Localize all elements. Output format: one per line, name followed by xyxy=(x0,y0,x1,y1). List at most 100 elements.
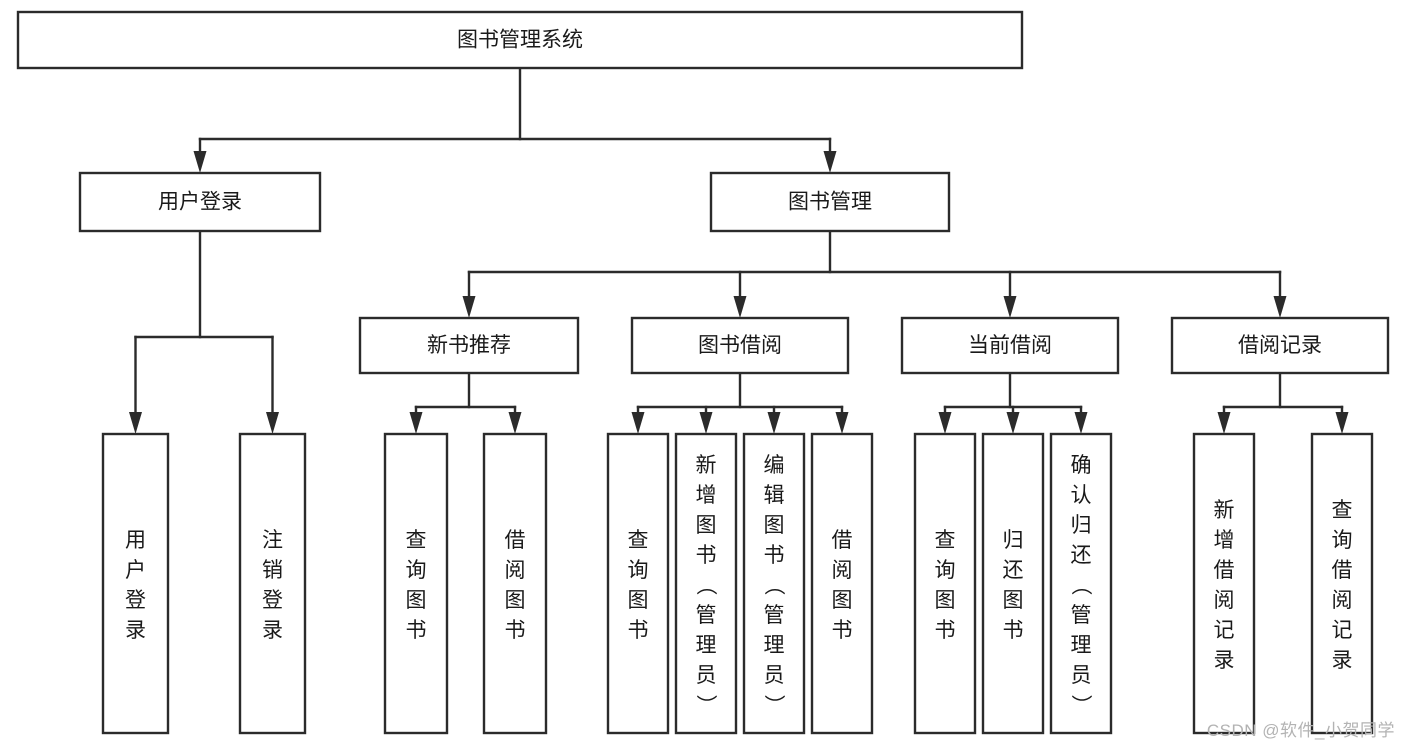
connector-arrowhead xyxy=(1335,412,1349,434)
connector-layer xyxy=(129,66,1349,434)
node-box[interactable] xyxy=(913,432,977,735)
connector-arrowhead xyxy=(767,412,781,434)
node-box[interactable] xyxy=(358,316,580,375)
node-label-char: 书 xyxy=(764,544,785,567)
node-label-char: 借 xyxy=(1332,559,1353,582)
connector-arrowhead xyxy=(631,412,645,434)
node-label-char: 管 xyxy=(696,604,717,627)
node-current-borrow[interactable]: 当前借阅 xyxy=(900,316,1120,375)
connector-group xyxy=(193,66,837,173)
node-book-borrow[interactable]: 图书借阅 xyxy=(630,316,850,375)
node-label-char: 书 xyxy=(628,619,649,642)
node-label-char: 户 xyxy=(125,559,146,582)
node-label: 图书借阅 xyxy=(698,334,782,357)
node-borrow-record[interactable]: 借阅记录 xyxy=(1170,316,1390,375)
node-box[interactable] xyxy=(606,432,670,735)
connector-arrowhead xyxy=(1217,412,1231,434)
node-label-char: 查 xyxy=(935,529,956,552)
node-label-char: 图 xyxy=(1003,589,1024,612)
node-root[interactable]: 图书管理系统 xyxy=(16,10,1024,70)
node-label-char: 询 xyxy=(628,559,649,582)
node-box[interactable] xyxy=(900,316,1120,375)
node-box[interactable] xyxy=(78,171,322,233)
node-label-char: （ xyxy=(1069,574,1092,595)
node-label-char: 理 xyxy=(696,634,717,657)
node-label-char: 员 xyxy=(1071,664,1092,687)
node-label-char: 查 xyxy=(628,529,649,552)
node-label-char: 借 xyxy=(832,529,853,552)
node-book-manage[interactable]: 图书管理 xyxy=(709,171,951,233)
node-label-char: 询 xyxy=(1332,529,1353,552)
node-box[interactable] xyxy=(742,432,806,735)
node-label-char: 管 xyxy=(1071,604,1092,627)
node-box[interactable] xyxy=(16,10,1024,70)
connector-arrowhead xyxy=(508,412,522,434)
node-label-char: 借 xyxy=(1214,559,1235,582)
connector-arrowhead xyxy=(193,151,207,173)
connector-arrowhead xyxy=(1003,296,1017,318)
node-label-char: 新 xyxy=(696,454,717,477)
node-label-char: 阅 xyxy=(832,559,853,582)
node-label-char: ） xyxy=(762,694,785,715)
node-box[interactable] xyxy=(630,316,850,375)
node-label-char: 增 xyxy=(696,484,717,507)
node-box[interactable] xyxy=(238,432,307,735)
node-box[interactable] xyxy=(674,432,738,735)
node-box[interactable] xyxy=(383,432,449,735)
node-label-char: 确 xyxy=(1071,454,1092,477)
connector-group xyxy=(631,371,849,434)
csdn-watermark: CSDN @软件_小贺同学 xyxy=(1206,721,1395,740)
node-label-char: 归 xyxy=(1071,514,1092,537)
node-label-char: 阅 xyxy=(1332,589,1353,612)
node-label-char: 查 xyxy=(406,529,427,552)
node-label-char: 书 xyxy=(1003,619,1024,642)
connector-group xyxy=(409,371,522,434)
node-label-char: ） xyxy=(1069,694,1092,715)
node-box[interactable] xyxy=(1049,432,1113,735)
connector-arrowhead xyxy=(462,296,476,318)
node-label: 借阅记录 xyxy=(1238,334,1322,357)
connector-arrowhead xyxy=(823,151,837,173)
node-label-char: 登 xyxy=(125,589,146,612)
node-label-char: ） xyxy=(694,694,717,715)
node-box[interactable] xyxy=(1310,432,1374,735)
node-label: 图书管理系统 xyxy=(457,29,583,52)
node-label-char: 增 xyxy=(1214,529,1235,552)
node-box[interactable] xyxy=(101,432,170,735)
node-label-char: 编 xyxy=(764,454,785,477)
node-label-char: 阅 xyxy=(1214,589,1235,612)
connector-arrowhead xyxy=(129,412,142,434)
node-new-book-recommend[interactable]: 新书推荐 xyxy=(358,316,580,375)
node-label-char: 管 xyxy=(764,604,785,627)
node-label-char: 书 xyxy=(696,544,717,567)
node-box[interactable] xyxy=(1192,432,1256,735)
node-label: 图书管理 xyxy=(788,191,872,214)
node-box[interactable] xyxy=(482,432,548,735)
node-box[interactable] xyxy=(981,432,1045,735)
node-user-login[interactable]: 用户登录 xyxy=(78,171,322,233)
node-box[interactable] xyxy=(1170,316,1390,375)
node-box[interactable] xyxy=(709,171,951,233)
node-leaf-user-login[interactable]: 用户登录 xyxy=(101,432,170,735)
node-label-char: 辑 xyxy=(764,484,785,507)
node-label-char: 还 xyxy=(1003,559,1024,582)
node-label-char: 员 xyxy=(764,664,785,687)
node-label: 用户登录 xyxy=(158,191,242,214)
node-box[interactable] xyxy=(810,432,874,735)
connector-arrowhead xyxy=(1074,412,1088,434)
node-label-char: 销 xyxy=(262,559,283,582)
